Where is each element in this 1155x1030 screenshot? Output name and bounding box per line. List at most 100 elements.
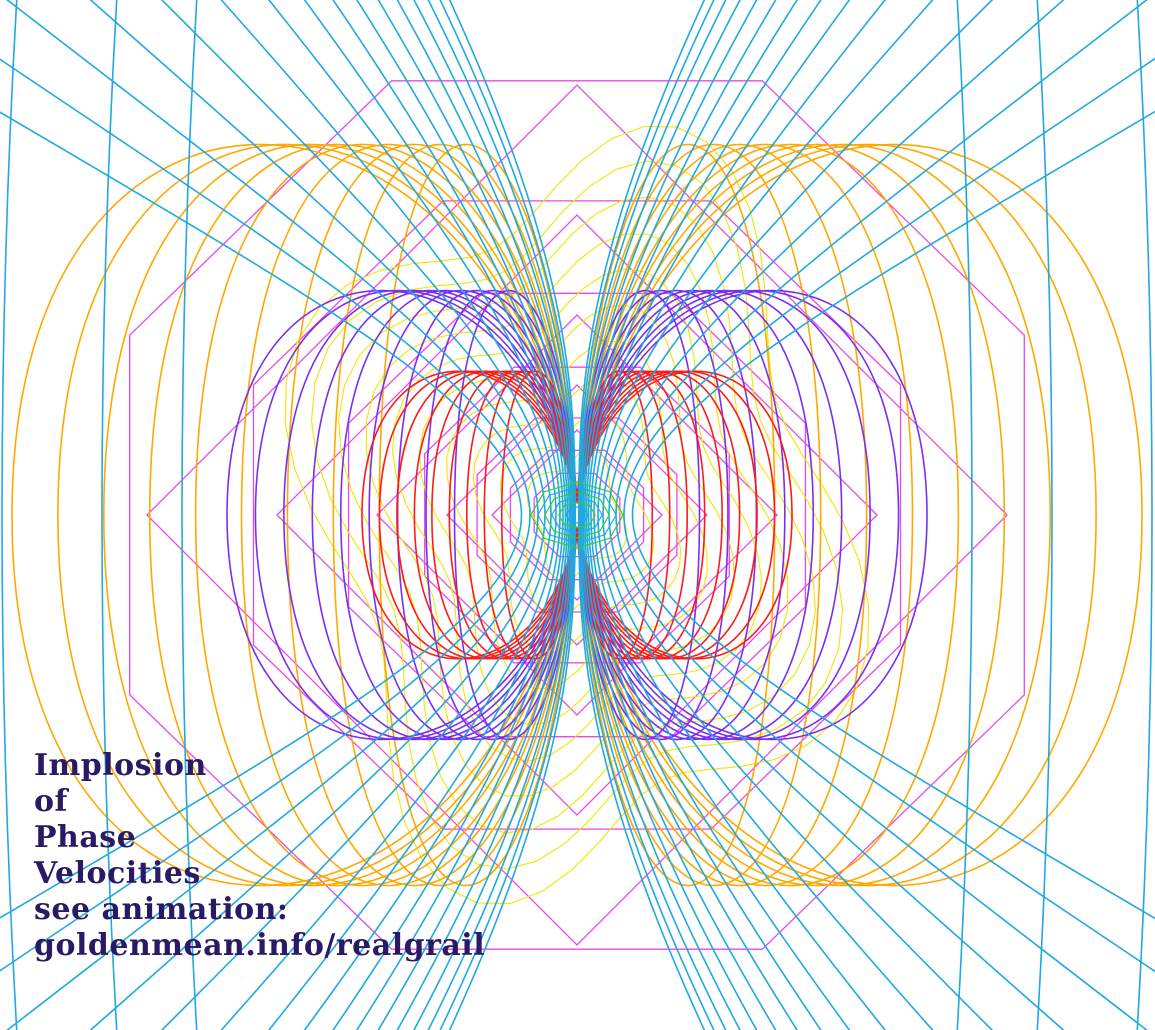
yellow-curve (338, 196, 816, 834)
center-polygon (537, 486, 617, 544)
orange-torus-loop (286, 143, 578, 887)
orange-torus-loop (11, 143, 578, 887)
cyan-field-line (0, 111, 523, 919)
cyan-outer-line (181, 0, 198, 1030)
center-polygon (565, 506, 589, 524)
purple-torus-loop (339, 289, 578, 741)
cyan-outer-line (956, 0, 973, 1030)
red-torus-loop (576, 370, 671, 660)
orange-torus-loop (576, 143, 914, 887)
cyan-field-line (590, 0, 851, 1030)
orange-torus-loop (240, 143, 578, 887)
red-torus-loop (576, 370, 654, 660)
purple-torus-loop (576, 289, 928, 741)
cyan-field-line (582, 0, 758, 1030)
purple-torus-loop (576, 289, 871, 741)
orange-torus-loop (194, 143, 578, 887)
orange-torus-loop (576, 143, 1006, 887)
orange-torus-loop (148, 143, 578, 887)
cyan-outer-line (1136, 0, 1153, 1030)
purple-torus-loop (576, 289, 900, 741)
center-polygon (530, 481, 624, 549)
cyan-field-line (585, 0, 798, 1030)
cyan-field-line (427, 0, 575, 1030)
orange-torus-loop (576, 143, 960, 887)
cyan-field-line (377, 0, 571, 1030)
yellow-curve (365, 233, 789, 797)
yellow-curve (526, 448, 628, 582)
red-torus-loop (466, 370, 578, 660)
caption-line-phase: Phase (34, 820, 137, 855)
cyan-field-line (356, 0, 569, 1030)
cyan-field-line (593, 0, 887, 1030)
cyan-field-line (580, 0, 741, 1030)
cyan-field-line (615, 0, 1148, 1030)
orange-torus-loop (576, 143, 1051, 887)
orange-torus-loop (576, 143, 822, 887)
yellow-curve (284, 125, 870, 905)
cyan-outer-line (1, 0, 18, 1030)
purple-torus-loop (425, 290, 578, 740)
magenta-diamond (146, 84, 1008, 946)
cyan-outer-line (1036, 0, 1053, 1030)
cyan-field-line (578, 0, 715, 1030)
purple-torus-loop (254, 289, 578, 741)
center-small-polygons (530, 481, 624, 549)
cyan-field-line (439, 0, 576, 1030)
center-polygon (558, 501, 596, 529)
cyan-field-line (631, 110, 1155, 920)
cyan-field-line (602, 0, 994, 1030)
red-torus-loop (448, 370, 578, 660)
center-polygon (544, 491, 610, 539)
cyan-outer-line (101, 0, 118, 1030)
red-torus-loop (378, 370, 578, 660)
purple-torus-loop (576, 290, 729, 740)
magenta-octagon (424, 366, 730, 664)
purple-torus-loop (283, 289, 578, 741)
magenta-diamond (376, 314, 778, 716)
caption-line-implosion: Implosion (34, 748, 207, 783)
cyan-field-line (623, 57, 1155, 973)
cyan-field-line (303, 0, 564, 1030)
yellow-curve (499, 412, 655, 618)
orange-torus-loop (332, 143, 578, 887)
purple-torus-loop (576, 290, 701, 740)
orange-torus-loop (576, 143, 868, 887)
caption-line-of: of (34, 784, 68, 819)
cyan-field-line (267, 0, 561, 1030)
magenta-octagon (129, 80, 1025, 950)
magenta-diamond (276, 214, 878, 816)
purple-torus-loop (311, 289, 578, 741)
cyan-field-line (220, 0, 557, 1030)
purple-torus-loop (226, 289, 578, 741)
caption-text-block: Implosion of Phase Velocities see animat… (34, 748, 485, 964)
cyan-field-line (0, 58, 531, 972)
red-torus-loop (576, 370, 776, 660)
cyan-field-line (597, 0, 934, 1030)
purple-torus-loop (368, 289, 578, 741)
red-torus-loop (483, 370, 578, 660)
red-torus-loop (576, 370, 706, 660)
caption-line-url: goldenmean.info/realgrail (34, 928, 486, 963)
red-torus-loop (413, 370, 578, 660)
magenta-diamond (446, 384, 708, 646)
purple-torus-loop (453, 290, 578, 740)
purple-tori (226, 289, 928, 741)
yellow-curve (310, 160, 844, 870)
caption-line-velocities: Velocities (34, 856, 201, 891)
center-polygon (551, 496, 603, 534)
magenta-octagon (533, 472, 621, 558)
cyan-field-line (583, 0, 777, 1030)
orange-torus-loop (576, 143, 1097, 887)
cyan-field-line (160, 0, 552, 1030)
orange-torus-loop (103, 143, 578, 887)
purple-torus-loop (576, 289, 786, 741)
orange-torus-loop (576, 143, 1143, 887)
cyan-field-line (579, 0, 727, 1030)
red-torus-loop (576, 370, 688, 660)
red-torus-loop (576, 370, 741, 660)
red-torus-loop (500, 370, 578, 660)
